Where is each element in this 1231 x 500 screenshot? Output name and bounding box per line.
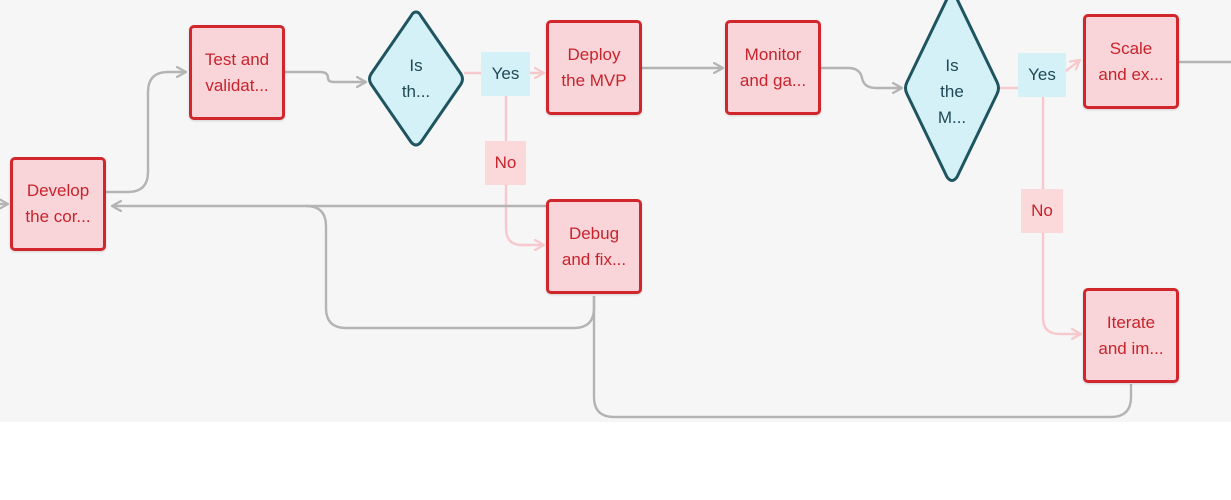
iterate-improve-node[interactable]: Iterate and im... bbox=[1083, 288, 1179, 383]
diagram-board: Develop the cor... Test and validat... D… bbox=[0, 0, 1231, 419]
deploy-mvp-label-line1: Deploy bbox=[567, 44, 621, 64]
decision-node-1[interactable]: Is th... bbox=[366, 8, 466, 150]
decision-2-label-line2: the bbox=[940, 82, 964, 101]
connectors-layer bbox=[0, 0, 1231, 419]
scale-expand-node[interactable]: Scale and ex... bbox=[1083, 14, 1179, 109]
no-label-decision-1: No bbox=[485, 141, 526, 185]
yes-label-decision-2: Yes bbox=[1018, 53, 1066, 97]
decision-1-shape bbox=[368, 10, 464, 147]
iterate-improve-label-line1: Iterate bbox=[1106, 312, 1156, 332]
scale-expand-label-line1: Scale bbox=[1109, 38, 1153, 58]
develop-core-node[interactable]: Develop the cor... bbox=[10, 157, 106, 251]
decision-2-label: Is the M... bbox=[902, 0, 1002, 184]
edge-test-to-decision1 bbox=[285, 70, 366, 82]
monitor-label-line1: Monitor bbox=[744, 44, 802, 64]
iterate-improve-label-line2: and im... bbox=[1098, 338, 1164, 358]
scale-expand-label-line2: and ex... bbox=[1098, 64, 1164, 84]
decision-2-shape bbox=[904, 0, 1000, 182]
debug-fix-label-line1: Debug bbox=[568, 223, 620, 243]
debug-fix-node[interactable]: Debug and fix... bbox=[546, 199, 642, 294]
monitor-label-line2: and ga... bbox=[739, 70, 807, 90]
edge-iterate-loop bbox=[592, 296, 1133, 419]
edge-decision2-no-to-iterate bbox=[1041, 96, 1081, 334]
monitor-node[interactable]: Monitor and ga... bbox=[725, 20, 821, 115]
decision-2-label-line3: M... bbox=[937, 108, 967, 127]
debug-fix-label-line2: and fix... bbox=[561, 249, 627, 269]
decision-1-label-line2: th... bbox=[401, 82, 431, 101]
decision-2-label-line1: Is bbox=[945, 56, 959, 75]
deploy-mvp-node[interactable]: Deploy the MVP bbox=[546, 20, 642, 115]
decision-1-label-line1: Is bbox=[409, 56, 423, 75]
edge-monitor-to-decision2 bbox=[821, 66, 902, 88]
decision-1-label: Is th... bbox=[366, 8, 466, 150]
decision-node-2[interactable]: Is the M... bbox=[902, 0, 1002, 184]
develop-core-label-line1: Develop bbox=[26, 181, 90, 200]
test-validate-label-line2: validat... bbox=[205, 75, 269, 95]
develop-core-label-line2: the cor... bbox=[25, 207, 91, 226]
edge-develop-to-test bbox=[106, 72, 186, 194]
test-validate-label-line1: Test and bbox=[204, 49, 270, 69]
deploy-mvp-label-line2: the MVP bbox=[561, 70, 627, 90]
yes-label-decision-1: Yes bbox=[481, 52, 530, 96]
test-validate-node[interactable]: Test and validat... bbox=[189, 25, 285, 120]
no-label-decision-2: No bbox=[1021, 189, 1063, 233]
edge-debug-loop bbox=[305, 204, 596, 330]
edge-decision1-no-to-debug bbox=[504, 96, 544, 245]
